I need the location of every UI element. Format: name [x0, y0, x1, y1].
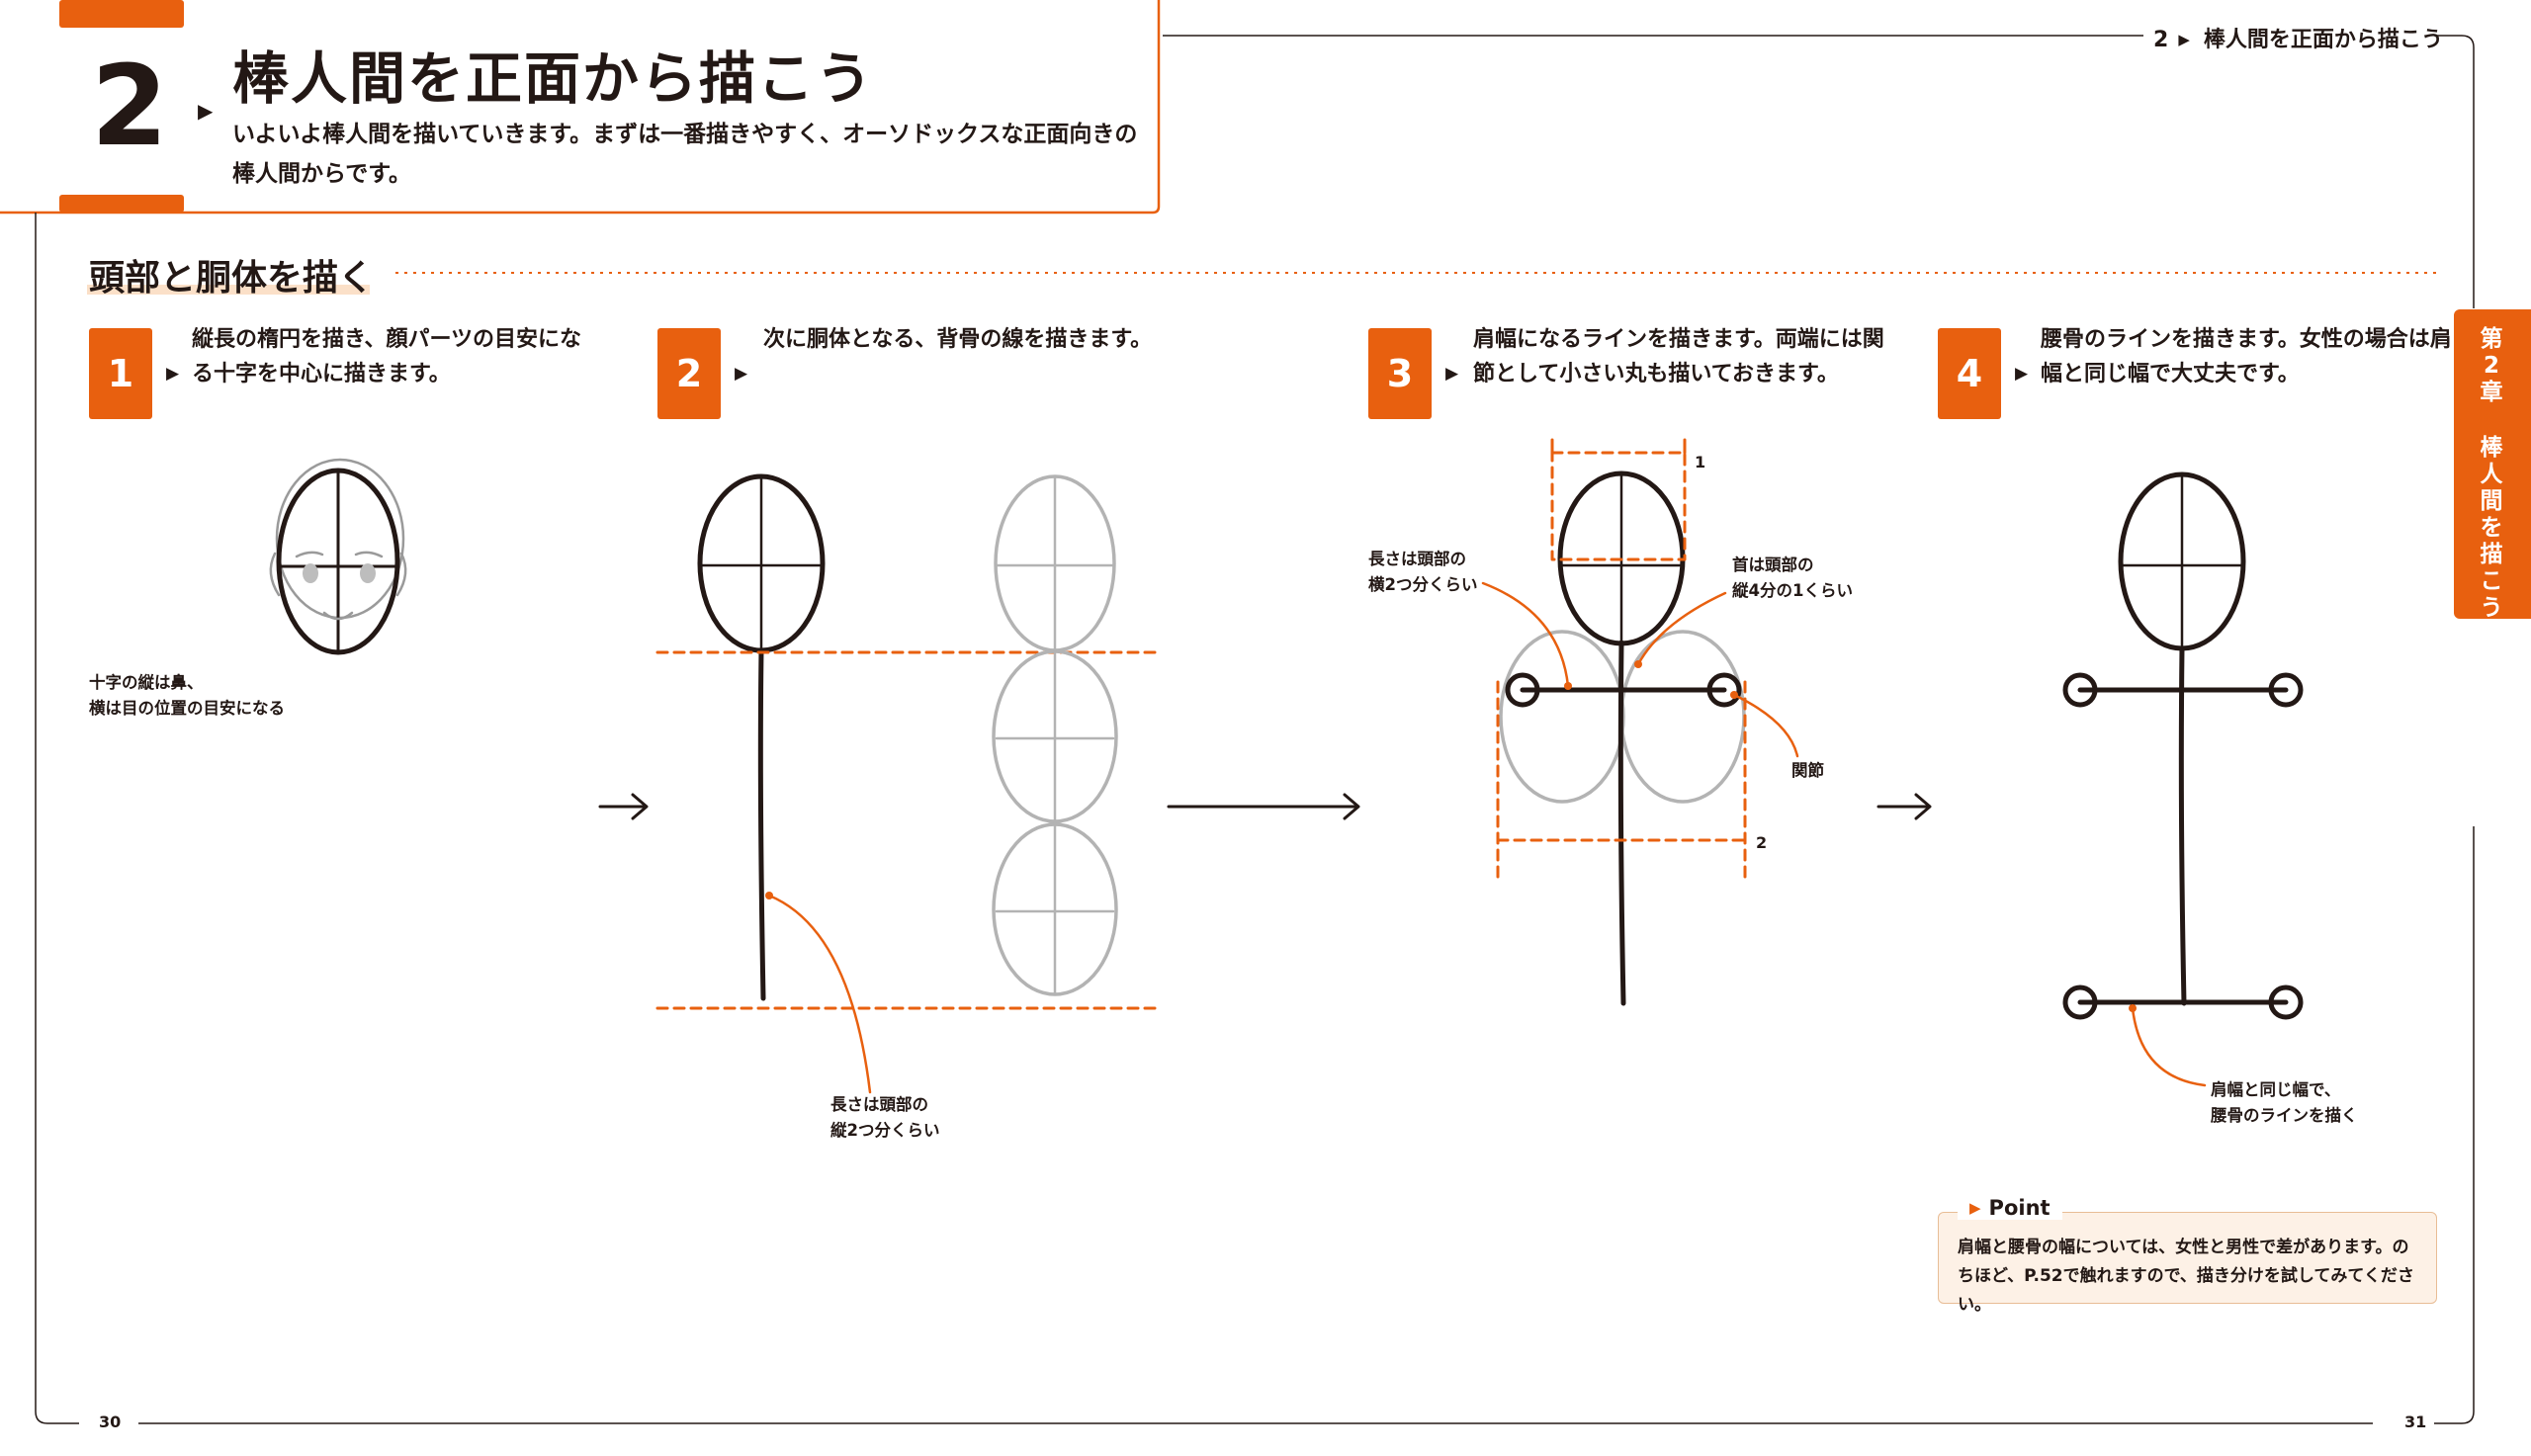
point-box [1938, 1212, 2437, 1304]
step-4-arrow-icon: ▶ [2015, 364, 2029, 384]
flow-arrow-icon-2 [1167, 793, 1360, 820]
shoulder-width-note: 長さは頭部の 横2つ分くらい [1368, 550, 1478, 594]
page-number-right: 31 [2397, 1413, 2435, 1431]
hip-illustration [2062, 471, 2304, 1087]
spine-illustration [655, 473, 1161, 1094]
step-4-text: 腰骨のラインを描きます。女性の場合は肩幅と同じ幅で大丈夫です。 [2041, 327, 2452, 386]
section-heading: 頭部と胴体を描く [89, 258, 375, 299]
dimension-label-2: 2 [1756, 833, 1768, 852]
flow-arrow-icon-1 [598, 793, 649, 820]
running-head-title: 棒人間を正面から描こう [2203, 28, 2443, 52]
triangle-right-icon: ▶ [2178, 31, 2190, 48]
step-3-arrow-icon: ▶ [1445, 364, 1459, 384]
step-2-badge: 2 [657, 328, 721, 419]
header-arrow-icon: ▶ [198, 99, 214, 123]
neck-note: 首は頭部の 縦4分の1くらい [1732, 556, 1853, 600]
hip-note: 肩幅と同じ幅で、 腰骨のラインを描く [2211, 1080, 2358, 1125]
point-text: 肩幅と腰骨の幅については、女性と男性で差があります。のちほど、P.52で触れます… [1958, 1238, 2414, 1315]
step-4-badge: 4 [1938, 328, 2001, 419]
step-2-arrow-icon: ▶ [735, 364, 748, 384]
chapter-number: 2 [91, 43, 168, 171]
face-cross-note: 十字の縦は鼻、 横は目の位置の目安になる [89, 673, 285, 718]
face-illustration [269, 458, 407, 655]
page-description: いよいよ棒人間を描いていきます。まずは一番描きやすく、オーソドックスな正面向きの… [232, 122, 1138, 187]
flow-arrow-icon-3 [1876, 793, 1932, 820]
dimension-label-1: 1 [1695, 453, 1706, 471]
step-3-badge: 3 [1368, 328, 1432, 419]
step-1-arrow-icon: ▶ [166, 364, 180, 384]
step-1-badge: 1 [89, 328, 152, 419]
shoulder-illustration [1481, 438, 1799, 1006]
step-3-text: 肩幅になるラインを描きます。両端には関節として小さい丸も描いておきます。 [1473, 327, 1884, 386]
page-title: 棒人間を正面から描こう [232, 46, 874, 112]
page-number-left: 30 [91, 1413, 130, 1431]
running-head: 2 ▶ 棒人間を正面から描こう [2153, 22, 2443, 53]
running-head-number: 2 [2153, 28, 2169, 52]
triangle-right-icon: ▶ [1969, 1199, 1981, 1217]
step-1-text: 縦長の楕円を描き、顔パーツの目安になる十字を中心に描きます。 [192, 327, 582, 386]
point-label: ▶ Point [1958, 1196, 2062, 1220]
spine-length-note: 長さは頭部の 縦2つ分くらい [830, 1095, 940, 1140]
side-tab-chapter: 第 2 章 [2480, 326, 2503, 405]
joint-note: 関節 [1791, 761, 1824, 780]
step-2-text: 次に胴体となる、背骨の線を描きます。 [763, 327, 1153, 352]
point-label-text: Point [1988, 1196, 2051, 1220]
side-tab-title: 棒 人 間 を 描 こ う [2480, 435, 2503, 621]
chapter-side-tab [2454, 309, 2531, 619]
